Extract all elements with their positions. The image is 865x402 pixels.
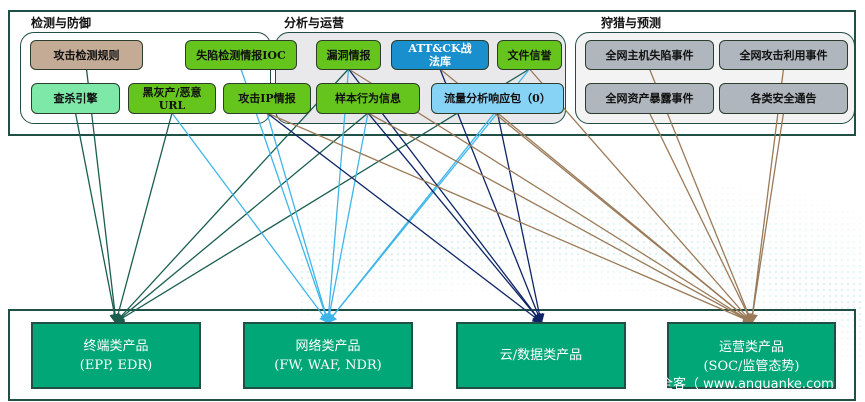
link-sample-to-ops <box>367 112 754 324</box>
node-host-compromise-events[interactable]: 全网主机失陷事件 <box>585 40 714 70</box>
product-subtitle: (EPP, EDR) <box>79 357 153 373</box>
node-attack-ip-intel[interactable]: 攻击IP情报 <box>223 83 311 114</box>
node-attack-exploit-events[interactable]: 全网攻击利用事件 <box>719 40 848 70</box>
node-asset-exposure-events[interactable]: 全网资产暴露事件 <box>585 83 714 114</box>
link-engine-to-endpoint <box>74 112 120 325</box>
product-name: 网络类产品 <box>295 338 361 354</box>
watermark-text: 全客（ www.anquanke.com <box>660 377 834 392</box>
node-file-reputation[interactable]: 文件信誉 <box>497 40 562 70</box>
node-compromise-ioc[interactable]: 失陷检测情报IOC <box>185 40 297 70</box>
node-attck-library[interactable]: ATT&CK战法库 <box>391 40 489 70</box>
node-vulnerability-intel[interactable]: 漏洞情报 <box>316 40 381 70</box>
node-label: 文件信誉 <box>507 48 552 62</box>
product-name: 云/数据类产品 <box>499 348 583 363</box>
product-operations[interactable]: 运营类产品 (SOC/监管态势) <box>667 322 836 389</box>
link-ip-to-cloud <box>266 112 544 324</box>
product-subtitle: (FW, WAF, NDR) <box>274 357 382 373</box>
node-label: ATT&CK战法库 <box>408 42 472 68</box>
product-name: 终端类产品 <box>83 338 149 354</box>
link-sample-to-network <box>324 112 369 325</box>
link-ip-to-network <box>266 112 331 325</box>
link-traffic-to-cloud <box>496 112 545 325</box>
node-label: 攻击IP情报 <box>238 92 296 105</box>
node-traffic-response[interactable]: 流量分析响应包（0） <box>431 83 564 114</box>
node-label: 漏洞情报 <box>326 48 371 62</box>
node-label: 流量分析响应包（0） <box>444 92 551 105</box>
node-security-bulletins[interactable]: 各类安全通告 <box>719 83 848 114</box>
link-url-to-network <box>171 112 330 325</box>
node-scan-engine[interactable]: 查杀引擎 <box>31 83 120 114</box>
link-assetexp-to-ops <box>648 112 753 325</box>
node-malicious-url[interactable]: 黑灰产/恶意URL <box>128 83 216 114</box>
link-bulletin-to-ops <box>747 112 785 325</box>
product-network[interactable]: 网络类产品 (FW, WAF, NDR) <box>243 322 413 389</box>
link-traffic-to-ops <box>497 112 754 324</box>
node-label: 黑灰产/恶意URL <box>142 85 202 112</box>
product-name: 运营类产品 <box>718 340 784 355</box>
node-sample-behavior[interactable]: 样本行为信息 <box>316 83 420 114</box>
node-label: 失陷检测情报IOC <box>196 48 286 62</box>
product-cloud-data[interactable]: 云/数据类产品 <box>456 322 626 389</box>
node-attack-detection-rules[interactable]: 攻击检测规则 <box>30 40 143 70</box>
node-label: 攻击检测规则 <box>53 48 120 62</box>
node-label: 全网主机失陷事件 <box>605 48 694 62</box>
product-subtitle: (SOC/监管态势) <box>703 359 800 374</box>
link-url-to-endpoint <box>112 112 173 325</box>
link-ip-to-ops <box>266 112 754 324</box>
node-label: 全网攻击利用事件 <box>739 48 828 62</box>
node-label: 全网资产暴露事件 <box>605 92 694 105</box>
link-traffic-to-network <box>326 112 499 325</box>
product-endpoint[interactable]: 终端类产品 (EPP, EDR) <box>31 322 201 389</box>
group-title-hunt: 狩猎与预测 <box>601 16 662 30</box>
node-label: 查杀引擎 <box>53 92 98 105</box>
node-label: 样本行为信息 <box>335 92 401 105</box>
group-title-analysis: 分析与运营 <box>284 16 345 30</box>
link-sample-to-endpoint <box>113 112 369 324</box>
link-sample-to-cloud <box>367 112 543 325</box>
node-label: 各类安全通告 <box>750 92 817 105</box>
group-title-detect: 检测与防御 <box>31 16 92 30</box>
